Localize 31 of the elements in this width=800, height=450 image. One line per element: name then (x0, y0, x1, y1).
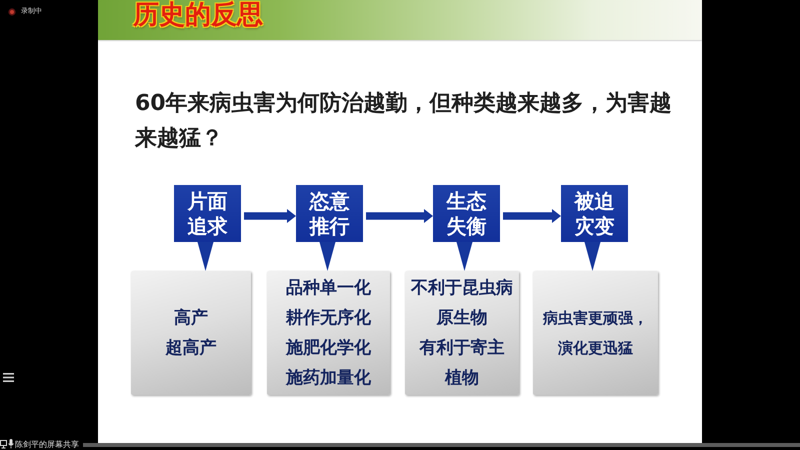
callout-pointer (320, 242, 336, 271)
callout-pointer (584, 242, 600, 271)
description-box (131, 271, 251, 395)
item-text: 有利于寄主植物 (418, 337, 506, 390)
callout-text: 生态失衡 (445, 188, 488, 238)
description-box (533, 271, 658, 395)
item-text: 高产 (173, 307, 209, 330)
item-text: 品种单一化 (285, 277, 372, 300)
slide-title: 历史的反思 (133, 1, 263, 30)
item-text: 耕作无序化 (284, 307, 372, 330)
callout-box (561, 185, 628, 242)
callout-pointer (198, 242, 214, 271)
item-text: 超高产 (164, 337, 218, 360)
screen-share-label: 陈剑平的屏幕共享 (15, 439, 79, 450)
callout-text: 被迫灾变 (572, 188, 616, 238)
item-text: 不利于昆虫病原生物 (410, 277, 514, 330)
callout-box (296, 185, 363, 242)
callout-box (433, 185, 500, 242)
flow-arrow (503, 209, 561, 223)
flow-arrow (366, 209, 433, 223)
item-text: 病虫害更顽强，演化更迅猛 (542, 308, 649, 359)
item-text: 施肥化学化 (284, 337, 372, 360)
callout-text: 恣意推行 (308, 188, 350, 238)
description-box (267, 271, 390, 395)
callout-box (174, 185, 241, 242)
question-text: 60年来病虫害为何防治越勤，但种类越来越多，为害越来越猛？ (135, 90, 673, 153)
description-box (405, 271, 519, 395)
callout-pointer (456, 242, 472, 271)
flow-arrow (244, 209, 296, 223)
item-text: 施药加量化 (284, 367, 372, 390)
callout-text: 片面追求 (186, 188, 228, 238)
